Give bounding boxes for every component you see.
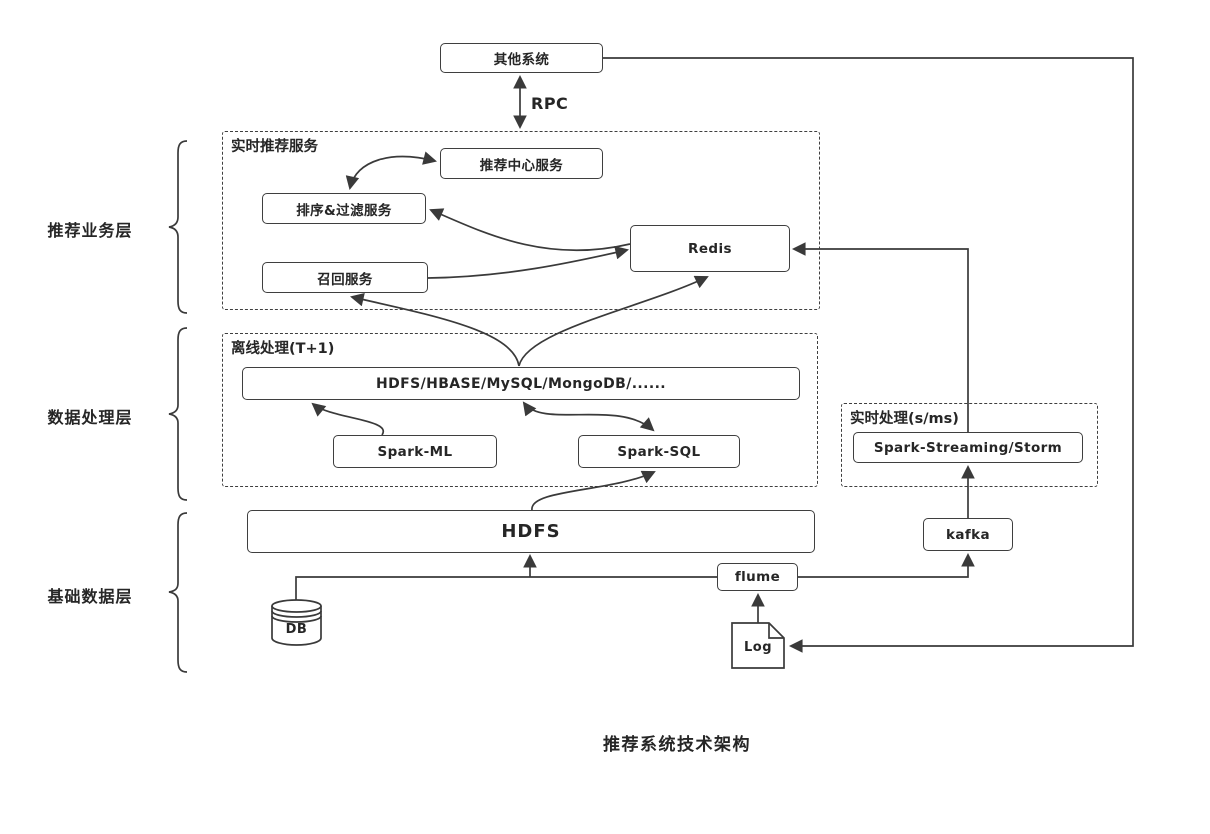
- brace-business-layer: [168, 140, 188, 314]
- brace-base-layer: [168, 512, 188, 673]
- group-realtime-processing: 实时处理(s/ms): [841, 403, 1098, 487]
- edge-storage-sparksql: [522, 401, 655, 432]
- brace-processing-layer: [168, 327, 188, 501]
- edge-sortfilter-reccenter: [345, 151, 437, 190]
- log-label: Log: [743, 640, 773, 655]
- group-realtime-service: 实时推荐服务: [222, 131, 820, 310]
- group-realtime-service-label: 实时推荐服务: [231, 139, 318, 155]
- layer-label-base: 基础数据层: [47, 587, 133, 606]
- group-offline-processing: 离线处理(T+1): [222, 333, 818, 487]
- node-recall: 召回服务: [262, 262, 428, 293]
- edge-streaming-to-redis: [791, 242, 969, 432]
- node-redis: Redis: [630, 225, 790, 272]
- rpc-edge-label: RPC: [531, 94, 569, 113]
- edge-hdfs-to-sparksql: [531, 470, 656, 511]
- node-hdfs: HDFS: [247, 510, 815, 553]
- node-spark-ml: Spark-ML: [333, 435, 497, 468]
- edge-flume-to-kafka: [798, 552, 975, 578]
- layer-label-processing: 数据处理层: [47, 408, 133, 427]
- diagram-title: 推荐系统技术架构: [603, 735, 751, 755]
- db-cylinder-icon: [271, 599, 322, 646]
- node-other-system: 其他系统: [440, 43, 603, 73]
- log-document-icon: [731, 622, 785, 669]
- node-spark-streaming: Spark-Streaming/Storm: [853, 432, 1083, 463]
- group-offline-processing-label: 离线处理(T+1): [231, 341, 335, 357]
- node-spark-sql: Spark-SQL: [578, 435, 740, 468]
- layer-label-business: 推荐业务层: [47, 221, 133, 240]
- edge-sparkml-to-storage: [311, 402, 385, 436]
- node-storage: HDFS/HBASE/MySQL/MongoDB/......: [242, 367, 800, 400]
- node-flume: flume: [717, 563, 798, 591]
- edge-other-system-to-log: [603, 57, 1134, 653]
- group-realtime-processing-label: 实时处理(s/ms): [850, 411, 959, 427]
- edge-db-flume-bus: [295, 576, 717, 601]
- node-rec-center: 推荐中心服务: [440, 148, 603, 179]
- edge-storage-to-recall: [350, 292, 520, 367]
- db-label: DB: [285, 622, 308, 637]
- node-sort-filter: 排序&过滤服务: [262, 193, 426, 224]
- edge-redis-to-sortfilter: [429, 208, 631, 252]
- edge-recall-to-redis: [427, 245, 629, 279]
- node-kafka: kafka: [923, 518, 1013, 551]
- edge-storage-to-redis: [518, 275, 709, 367]
